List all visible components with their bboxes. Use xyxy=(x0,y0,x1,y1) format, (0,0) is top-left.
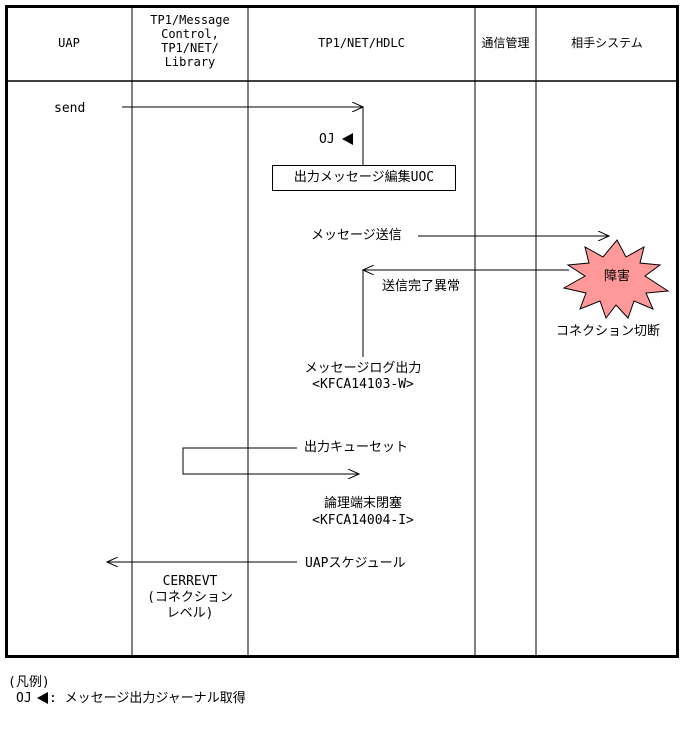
cerrevt-label: CERREVT xyxy=(162,574,218,589)
fault-starburst-icon xyxy=(562,239,670,320)
legend-oj-marker-icon xyxy=(37,692,48,704)
message-log-code: <KFCA14103-W> xyxy=(312,377,414,392)
oj-label: OJ xyxy=(319,132,335,147)
connection-cut-label: コネクション切断 xyxy=(555,324,660,339)
column-header-tp1-message-control: TP1/Message Control, TP1/NET/ Library xyxy=(150,13,230,69)
column-header-tp1-net-hdlc: TP1/NET/HDLC xyxy=(318,36,405,50)
message-send-label: メッセージ送信 xyxy=(311,228,402,243)
legend-oj-label: OJ xyxy=(16,691,32,706)
column-header-remote-system: 相手システム xyxy=(571,36,643,50)
column-header-uap: UAP xyxy=(58,36,80,50)
queue-reset-loop-arrow xyxy=(182,447,359,474)
output-message-edit-uoc-box: 出力メッセージ編集UOC xyxy=(272,165,456,191)
cerrevt-detail-line-2: レベル) xyxy=(166,606,214,621)
message-log-output-label: メッセージログ出力 xyxy=(304,361,422,376)
logical-terminal-close-label: 論理端末閉塞 xyxy=(323,496,402,511)
cerrevt-detail-line-1: (コネクション xyxy=(147,590,233,605)
column-header-communication-management: 通信管理 xyxy=(481,36,530,50)
logical-terminal-close-code: <KFCA14004-I> xyxy=(312,513,414,528)
legend-title: (凡例) xyxy=(8,675,50,690)
legend-description: : メッセージ出力ジャーナル取得 xyxy=(49,691,246,706)
fault-label: 障害 xyxy=(603,269,630,284)
send-error-label: 送信完了異常 xyxy=(382,279,461,294)
oj-marker-icon xyxy=(342,133,353,145)
uap-schedule-label: UAPスケジュール xyxy=(305,556,406,571)
send-label: send xyxy=(54,101,86,116)
output-queue-reset-label: 出力キューセット xyxy=(304,440,409,455)
diagram-frame xyxy=(5,5,679,658)
